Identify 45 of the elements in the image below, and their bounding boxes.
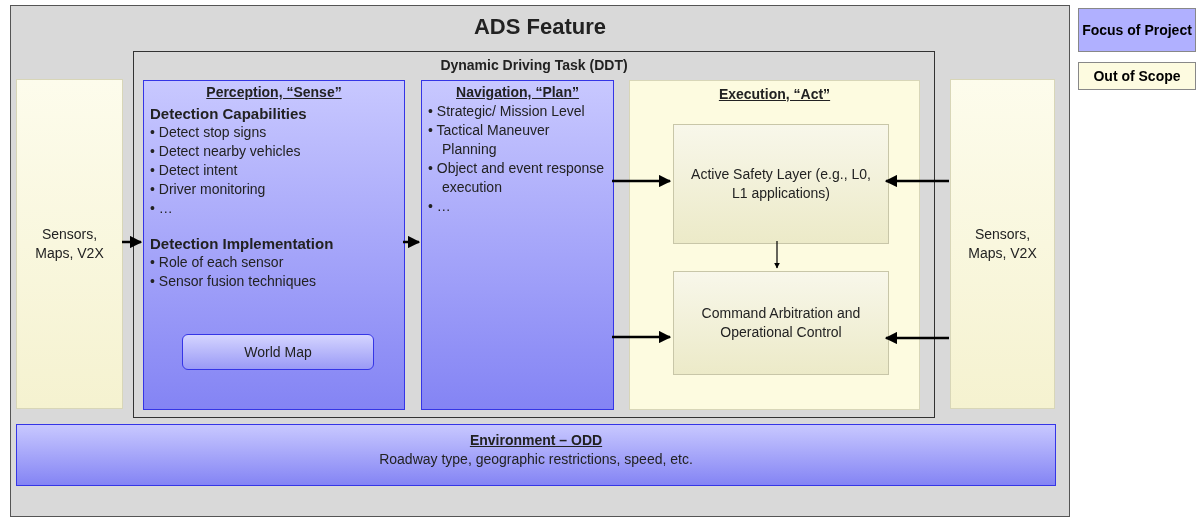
body-text: World Map bbox=[243, 342, 313, 362]
section-heading: Execution, “Act” bbox=[717, 85, 832, 104]
process-box bbox=[182, 334, 374, 370]
process-box bbox=[673, 124, 889, 244]
legend-label: Focus of Project bbox=[1082, 21, 1192, 39]
section-heading: Perception, “Sense” bbox=[205, 83, 343, 102]
section-heading: Navigation, “Plan” bbox=[455, 83, 580, 102]
arrow bbox=[612, 174, 672, 188]
list-item: • Detect stop signs bbox=[150, 123, 268, 142]
process-box bbox=[673, 271, 889, 375]
list-item: • Tactical Maneuver Planning bbox=[428, 121, 551, 159]
arrow bbox=[122, 235, 143, 249]
list-item: • Role of each sensor bbox=[150, 253, 285, 272]
group-title: ADS Feature bbox=[472, 13, 607, 41]
list-item: • … bbox=[428, 197, 452, 216]
body-text: Sensors, Maps, V2X bbox=[967, 225, 1038, 263]
body-text: Command Arbitration and Operational Control bbox=[700, 304, 862, 342]
list-item: • Detect intent bbox=[150, 161, 239, 180]
group-frame bbox=[133, 51, 935, 418]
arrow bbox=[403, 235, 421, 249]
list-item: • Driver monitoring bbox=[150, 180, 267, 199]
arrow bbox=[884, 174, 949, 188]
section-heading: Environment – ODD bbox=[468, 431, 604, 450]
subheading: Detection Capabilities bbox=[150, 104, 308, 123]
list-item: • Detect nearby vehicles bbox=[150, 142, 302, 161]
group-panel bbox=[629, 80, 920, 410]
legend-label: Out of Scope bbox=[1093, 67, 1181, 85]
list-item: • … bbox=[150, 199, 174, 218]
process-box bbox=[421, 80, 614, 410]
list-item: • Strategic/ Mission Level bbox=[428, 102, 586, 121]
group-title: Dynamic Driving Task (DDT) bbox=[439, 56, 629, 75]
list-item: • Object and event response execution bbox=[428, 159, 606, 197]
arrow bbox=[612, 330, 672, 344]
body-text: Active Safety Layer (e.g., L0, L1 applications) bbox=[690, 165, 872, 203]
process-box bbox=[950, 79, 1055, 409]
arrow bbox=[774, 240, 780, 269]
outer-panel bbox=[10, 5, 1070, 517]
band-box bbox=[16, 424, 1056, 486]
list-item: • Sensor fusion techniques bbox=[150, 272, 317, 291]
arrow bbox=[884, 331, 949, 345]
process-box bbox=[143, 80, 405, 410]
process-box bbox=[16, 79, 123, 409]
subheading: Detection Implementation bbox=[150, 234, 335, 253]
body-text: Sensors, Maps, V2X bbox=[34, 225, 105, 263]
body-text: Roadway type, geographic restrictions, speed, etc. bbox=[378, 450, 694, 469]
